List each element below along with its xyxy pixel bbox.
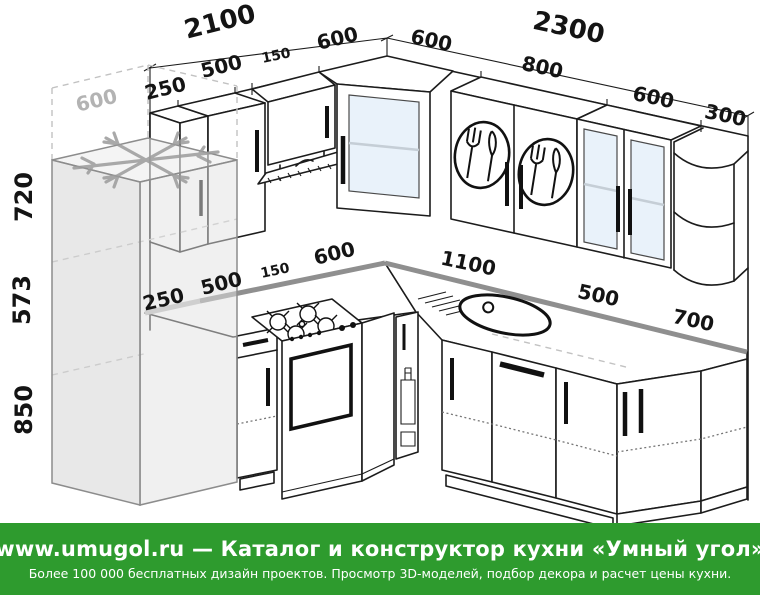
dim-label-base: 500	[576, 279, 622, 311]
drawer-dotted-lines	[441, 411, 748, 457]
oven-knob	[289, 336, 295, 342]
drawing-stage: 2100 2300 250 500 150 600 600 800 600 30…	[8, 0, 755, 523]
sink	[458, 293, 552, 337]
oven-knob	[339, 325, 345, 331]
drainboard-grooves	[417, 291, 475, 316]
dim-label-base: 600	[311, 237, 357, 270]
dim-label-height: 720	[10, 172, 38, 222]
site-tagline: Более 100 000 бесплатных дизайн проектов…	[28, 566, 732, 581]
footer-banner: www.umugol.ru — Каталог и конструктор ку…	[0, 523, 760, 595]
dim-label-base: 1100	[439, 246, 498, 281]
dim-label-height: 850	[10, 385, 38, 435]
oven-window	[289, 342, 353, 432]
fridge	[51, 131, 238, 506]
oven-knob	[350, 322, 356, 328]
corner-wall-cabinet-glass	[318, 55, 454, 217]
dim-label-height: 573	[8, 275, 36, 325]
dim-label-upper: 600	[631, 81, 677, 113]
wall-cabinet-800	[450, 76, 608, 248]
drawer-handle	[242, 338, 269, 347]
dim-label-upper: 500	[198, 50, 244, 83]
dim-label-left-total: 2100	[181, 0, 258, 46]
snowflake-icon	[72, 131, 220, 189]
wall-cabinet-600-glass	[576, 104, 702, 269]
dim-label-upper: 150	[260, 45, 292, 67]
hood-cabinet	[251, 71, 347, 185]
plinth	[445, 474, 614, 523]
dim-label-right-total: 2300	[530, 6, 607, 50]
base-cabinet-500-left	[236, 327, 278, 491]
bottle-cargo-150	[395, 311, 419, 460]
fork-knife-decal-icon	[453, 120, 511, 190]
oven-knob	[307, 332, 313, 338]
plinth	[239, 471, 275, 491]
sink-drain-icon	[482, 301, 495, 314]
base-cabinet-500-right	[555, 367, 618, 515]
dim-label-upper: 800	[520, 51, 566, 83]
base-cabinet-sink	[441, 339, 557, 499]
bottle-icon	[400, 367, 416, 425]
oven-knob	[316, 330, 322, 336]
glass-panel	[583, 128, 618, 250]
dim-label-upper: 250	[142, 72, 188, 105]
fork-knife-decal-icon	[517, 137, 575, 207]
dim-label-corner: 600	[409, 24, 455, 56]
plinth	[700, 486, 748, 514]
stove	[251, 298, 395, 500]
kitchen-drawing: 2100 2300 250 500 150 600 600 800 600 30…	[8, 0, 755, 523]
drawer-handle	[499, 361, 545, 378]
dim-label-base: 700	[671, 304, 717, 336]
site-title: www.umugol.ru — Каталог и конструктор ку…	[0, 537, 760, 561]
dim-label-clearance-depth: 600	[73, 84, 119, 117]
dim-label-base: 150	[259, 260, 291, 282]
dim-label-upper: 600	[314, 22, 360, 55]
oven-knob	[298, 334, 304, 340]
corner-open-shelves-300	[673, 127, 749, 286]
corner-base-cabinet-700	[616, 358, 748, 523]
dim-label-upper: 300	[703, 99, 749, 131]
